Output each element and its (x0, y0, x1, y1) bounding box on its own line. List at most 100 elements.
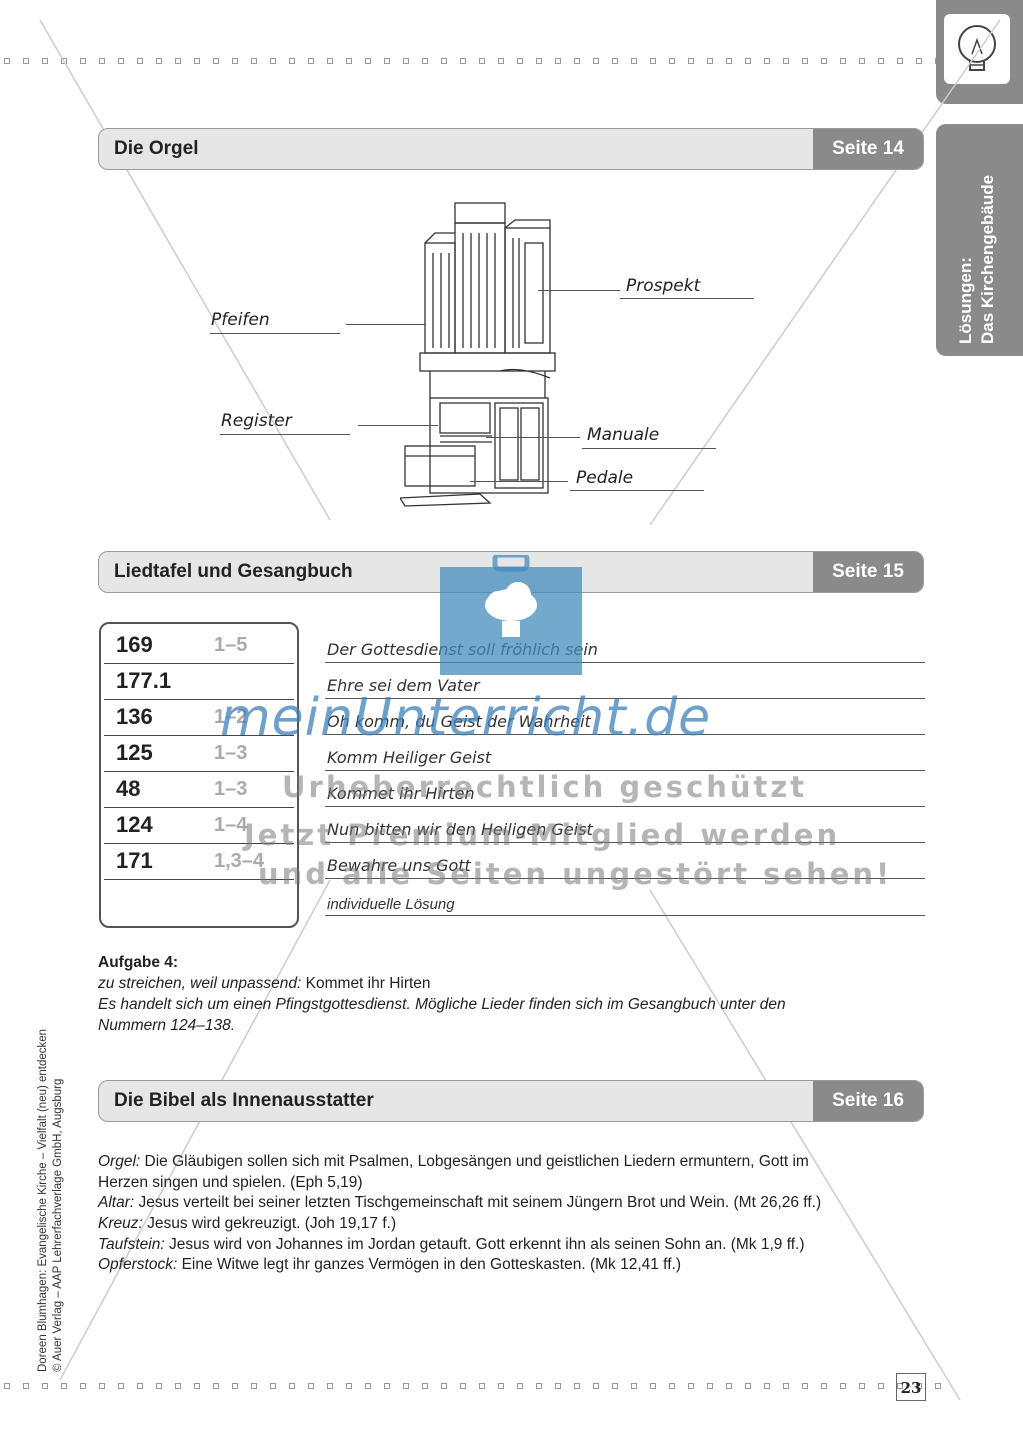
song-title: Oh komm, du Geist der Wahrheit (327, 712, 591, 731)
section-title: Liedtafel und Gesangbuch (114, 561, 353, 582)
answer-line (325, 770, 925, 771)
border-dot (137, 1383, 143, 1389)
border-dot (61, 58, 67, 64)
border-dot (726, 58, 732, 64)
border-dot (859, 1383, 865, 1389)
border-dot (935, 1383, 941, 1389)
border-dot (251, 1383, 257, 1389)
border-dot (764, 1383, 770, 1389)
watermark-line-3: und alle Seiten ungestört sehen! (258, 857, 893, 891)
hymn-number: 125 (116, 740, 153, 765)
border-dot (232, 1383, 238, 1389)
hymn-row-divider (104, 735, 294, 736)
answer-line (620, 298, 754, 299)
border-dot (441, 1383, 447, 1389)
section-page: Seite 16 (813, 1081, 923, 1121)
hymn-verses: 1–3 (214, 778, 248, 800)
border-dot (612, 58, 618, 64)
border-dot (707, 58, 713, 64)
side-tab (936, 124, 1023, 356)
answer-line (325, 915, 925, 916)
hymn-verses: 1–2 (214, 706, 248, 728)
page-number: 23 (896, 1373, 926, 1401)
border-dot (783, 1383, 789, 1389)
border-dot (289, 1383, 295, 1389)
hymn-number: 171 (116, 848, 153, 873)
border-dot (232, 58, 238, 64)
answer-line (220, 434, 350, 435)
border-dot (821, 58, 827, 64)
label-register: Register (221, 411, 292, 431)
border-dot (422, 1383, 428, 1389)
border-dot (99, 1383, 105, 1389)
border-dot (498, 58, 504, 64)
watermark-line-1: Urheberrechtlich geschützt (282, 770, 808, 804)
border-dot (422, 58, 428, 64)
pointer-line (346, 324, 426, 325)
border-dot (80, 58, 86, 64)
hymn-row-divider (104, 699, 294, 700)
aufgabe4-explanation-1: Es handelt sich um einen Pfingstgottesdi… (98, 996, 786, 1013)
hymn-number: 169 (116, 632, 153, 657)
watermark-brand: meinUnterricht.de (220, 688, 712, 748)
bible-item-altar: Altar: Jesus verteilt bei seiner letzten… (98, 1194, 822, 1211)
border-dot (802, 58, 808, 64)
border-dot (688, 58, 694, 64)
border-dot (612, 1383, 618, 1389)
aufgabe4-strike: zu streichen, weil unpassend: Kommet ihr… (98, 975, 431, 992)
pointer-line (538, 290, 620, 291)
border-dot (536, 1383, 542, 1389)
border-dot (840, 1383, 846, 1389)
border-dot (289, 58, 295, 64)
border-dot (327, 58, 333, 64)
border-dot (61, 1383, 67, 1389)
border-dot (23, 1383, 29, 1389)
border-dot (384, 58, 390, 64)
label-pedale: Pedale (576, 468, 634, 488)
border-dot (308, 58, 314, 64)
border-dot (346, 58, 352, 64)
border-dot (118, 58, 124, 64)
border-dot (479, 58, 485, 64)
border-dot (175, 1383, 181, 1389)
border-dot (878, 1383, 884, 1389)
pointer-line (470, 481, 568, 482)
border-dot (460, 1383, 466, 1389)
border-dot (346, 1383, 352, 1389)
border-dot (536, 58, 542, 64)
border-dot (194, 58, 200, 64)
border-dot (156, 1383, 162, 1389)
border-dot (384, 1383, 390, 1389)
border-dot (99, 58, 105, 64)
bible-item-kreuz: Kreuz: Jesus wird gekreuzigt. (Joh 19,17… (98, 1215, 397, 1232)
song-title: Bewahre uns Gott (327, 856, 471, 875)
section-header-bibel: Die Bibel als Innenausstatter Seite 16 (98, 1080, 924, 1122)
watermark-logo-icon (440, 552, 582, 675)
hymn-number: 48 (116, 776, 141, 801)
border-dot (840, 58, 846, 64)
answer-line (325, 734, 925, 735)
song-title: Kommet ihr Hirten (327, 784, 475, 803)
border-dot (517, 58, 523, 64)
border-dot (213, 58, 219, 64)
border-dot (707, 1383, 713, 1389)
section-page: Seite 14 (813, 129, 923, 169)
border-dot (650, 1383, 656, 1389)
hymn-verses: 1,3–4 (214, 850, 265, 872)
section-title: Die Orgel (114, 138, 199, 159)
border-dot (555, 1383, 561, 1389)
song-title: Komm Heiliger Geist (327, 748, 492, 767)
border-dot (631, 1383, 637, 1389)
border-dot (251, 58, 257, 64)
border-dot (156, 58, 162, 64)
border-dot (213, 1383, 219, 1389)
label-prospekt: Prospekt (626, 276, 701, 296)
hymn-row-divider (104, 771, 294, 772)
border-dot (270, 58, 276, 64)
song-title: Nun bitten wir den Heiligen Geist (327, 820, 593, 839)
section-page: Seite 15 (813, 552, 923, 592)
section-title: Die Bibel als Innenausstatter (114, 1090, 374, 1111)
section-header-orgel: Die Orgel Seite 14 (98, 128, 924, 170)
label-pfeifen: Pfeifen (211, 310, 270, 330)
